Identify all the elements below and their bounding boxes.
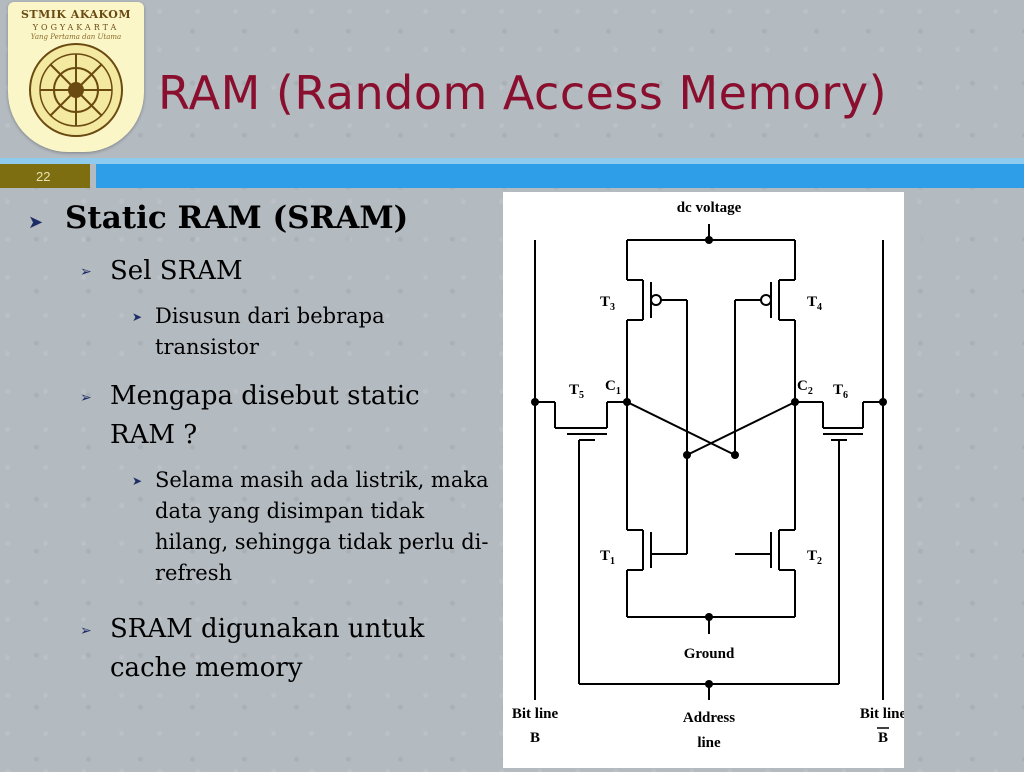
address-line-label-2: line — [697, 735, 721, 751]
bullet-static-ram: Static RAM (SRAM) — [65, 200, 409, 236]
sram-circuit-svg: dc voltage T3 T4 T5 T6 C1 C2 T1 T2 Groun… — [512, 200, 907, 751]
bullet-arrow-small-icon: ➤ — [132, 474, 143, 488]
slide-title: RAM (Random Access Memory) — [158, 66, 888, 120]
logo-city: YOGYAKARTA — [32, 23, 120, 32]
slide-number: 22 — [36, 169, 51, 184]
bit-line-bar-label: Bit line — [860, 706, 904, 722]
logo-name: STMIK AKAKOM — [20, 8, 132, 21]
bullet-arrow-outline-icon: ➢ — [80, 623, 92, 639]
ground-label: Ground — [684, 646, 735, 662]
t1-label: T1 — [600, 548, 615, 567]
bullet-arrow-small-icon: ➤ — [132, 310, 143, 324]
bit-line-b-label: B — [530, 730, 540, 746]
t4-label: T4 — [807, 294, 822, 313]
t6-label: T6 — [833, 382, 848, 401]
dc-voltage-label: dc voltage — [677, 200, 742, 216]
accent-bar — [96, 164, 1024, 188]
t3-label: T3 — [600, 294, 615, 313]
bullet-arrow-outline-icon: ➢ — [80, 264, 92, 280]
bullet-arrow-icon: ➤ — [28, 212, 44, 233]
bullet-arrow-outline-icon: ➢ — [80, 390, 92, 406]
bullet-selama: Selama masih ada listrik, maka data yang… — [155, 468, 489, 585]
t2-label: T2 — [807, 548, 822, 567]
seal-emblem-icon — [29, 43, 123, 137]
address-line-label: Address — [683, 710, 735, 726]
stmik-akakom-logo: STMIK AKAKOM YOGYAKARTA Yang Pertama dan… — [8, 2, 144, 152]
c1-label: C1 — [605, 378, 621, 397]
bullet-disusun: Disusun dari bebrapa transistor — [155, 304, 385, 359]
sram-circuit-diagram: dc voltage T3 T4 T5 T6 C1 C2 T1 T2 Groun… — [503, 192, 907, 768]
bullet-sel-sram: Sel SRAM — [110, 256, 243, 286]
title-divider — [0, 158, 1024, 164]
bit-line-bar-b-label: B — [878, 730, 888, 746]
bullet-mengapa: Mengapa disebut static RAM ? — [110, 381, 420, 450]
logo-motto: Yang Pertama dan Utama — [30, 33, 122, 41]
bullet-sram-cache: SRAM digunakan untuk cache memory — [110, 614, 425, 683]
c2-label: C2 — [797, 378, 813, 397]
bit-line-label: Bit line — [512, 706, 559, 722]
t5-label: T5 — [569, 382, 584, 401]
slide-number-box: 22 — [0, 164, 90, 188]
